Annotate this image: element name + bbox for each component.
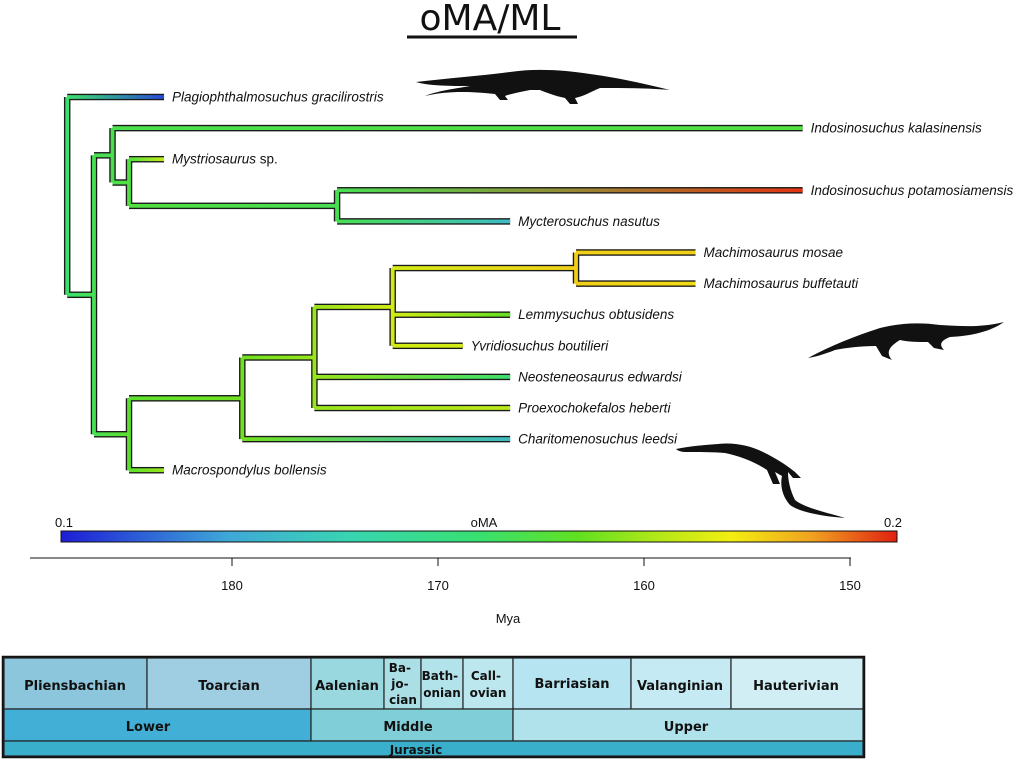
axis-tick-label-150: 150 [839,578,861,593]
stage-bathonian [420,657,464,710]
stage-label-aalenian: Aalenian [315,679,379,694]
taxon-label-t13: Macrospondylus bollensis [172,463,327,478]
epoch-label-upper: Upper [664,720,709,735]
branch-t13 [129,468,165,473]
branch-n6 [93,432,130,437]
stage-label-bathonian: Bath- onian [422,669,463,700]
axis-tick-label-180: 180 [221,578,243,593]
branch-t1 [67,95,165,99]
colorbar-title: oMA [471,515,498,530]
stage-aalenian [310,657,385,710]
taxon-label-t11: Proexochokefalos heberti [518,401,671,416]
branch-n8 [242,355,315,360]
stage-hauterivian [730,657,864,710]
long-snouted-crocodylomorph-silhouette [416,69,670,104]
branch-t8 [392,312,511,317]
taxon-label-t1: Plagiophthalmosuchus gracilirostris [172,90,384,105]
branch-n9 [314,305,393,309]
phylogenetic-tree: Plagiophthalmosuchus gracilirostrisIndos… [63,90,1013,478]
taxon-label-t2: Indosinosuchus kalasinensis [811,121,982,136]
branch-t2 [112,126,803,130]
branch-n2 [67,292,94,297]
branch-t10 [314,375,511,379]
timescale-labels: Pliensbachian Toarcian Aalenian Ba- jo- … [24,661,839,757]
branch-t6 [576,250,696,255]
taxon-label-t5: Mycterosuchus nasutus [518,214,660,229]
geologic-timescale [1,655,866,759]
time-axis: 180 170 160 150 [30,557,861,593]
machimosaurus-silhouette [808,322,1004,360]
colorbar-max-label: 0.2 [884,515,902,530]
figure-title: oMA/ML [420,0,561,39]
stage-label-bajocian: Ba- jo- cian [389,661,417,707]
stage-label-toarcian: Toarcian [198,679,259,694]
branch-n4 [112,180,130,185]
epoch-upper [512,708,864,742]
stage-bajocian [383,657,422,710]
branch-t7 [576,281,696,286]
epoch-middle [310,708,514,742]
taxon-label-t8: Lemmysuchus obtusidens [518,307,674,322]
taxon-labels: Plagiophthalmosuchus gracilirostrisIndos… [172,90,1013,478]
taxon-label-t7: Machimosaurus buffetauti [704,276,860,291]
teleosauroid-silhouette [676,443,845,518]
taxon-label-t12: Charitomenosuchus leedsi [518,432,678,447]
period-label-jurassic: Jurassic [389,743,443,757]
stage-label-barriasian: Barriasian [535,677,610,692]
branch-t3 [129,157,165,162]
taxon-label-t10: Neosteneosaurus edwardsi [518,369,683,384]
stage-callovian [462,657,514,710]
stage-label-callovian: Call- ovian [470,669,507,700]
branch-n5 [129,203,338,208]
branch-n3 [93,153,113,158]
axis-tick-label-160: 160 [633,578,655,593]
stage-label-pliensbachian: Pliensbachian [24,679,126,694]
timescale-frame [1,655,866,759]
taxon-label-t9: Yvridiosuchus boutilieri [471,338,610,353]
branch-t4 [337,188,803,193]
branch-t5 [337,219,511,224]
stage-valanginian [630,657,732,710]
stage-pliensbachian [3,657,148,710]
epoch-label-middle: Middle [383,720,432,735]
branch-t9 [392,343,463,348]
taxon-label-t3: Mystriosaurus sp. [172,152,278,167]
branch-n7 [129,396,243,401]
taxon-label-t6: Machimosaurus mosae [704,245,844,260]
branch-t11 [314,406,511,410]
taxon-label-t4: Indosinosuchus potamosiamensis [811,183,1014,198]
stage-label-hauterivian: Hauterivian [753,679,839,694]
period-jurassic [3,740,864,757]
branch-fills [65,95,803,473]
stage-label-valanginian: Valanginian [637,679,723,694]
branch-t12 [242,437,511,441]
branch-n10 [392,266,577,270]
colorbar-min-label: 0.1 [55,515,73,530]
colorbar [60,530,898,543]
axis-tick-label-170: 170 [427,578,449,593]
stage-toarcian [146,657,312,710]
epoch-label-lower: Lower [126,720,171,735]
axis-label: Mya [496,611,521,626]
